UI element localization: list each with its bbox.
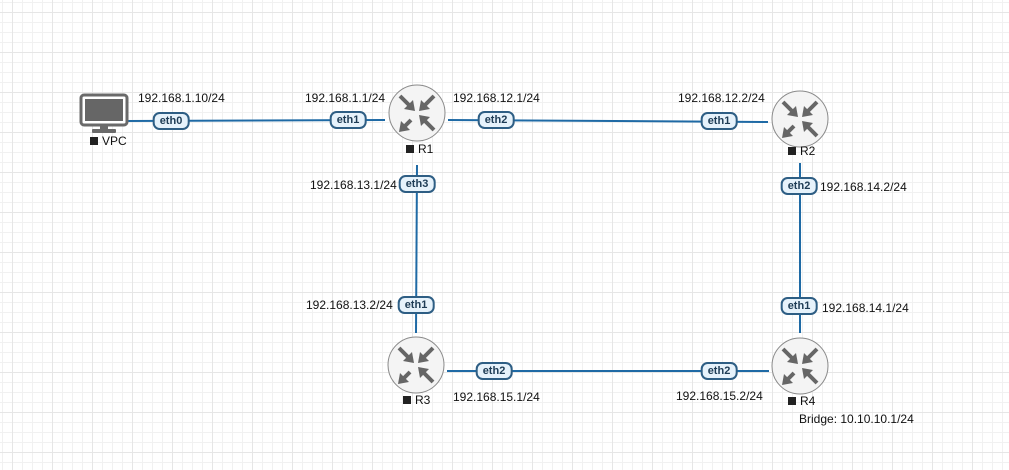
port-r4-eth1[interactable]: eth1 — [780, 297, 818, 315]
status-square-icon — [90, 137, 98, 145]
port-r3-eth2[interactable]: eth2 — [475, 362, 513, 380]
port-r2-eth1[interactable]: eth1 — [700, 112, 738, 130]
r4-bridge-note: Bridge: 10.10.10.1/24 — [799, 412, 914, 426]
status-square-icon — [788, 397, 796, 405]
status-square-icon — [403, 396, 411, 404]
status-square-icon — [406, 145, 414, 153]
node-r1[interactable] — [387, 84, 447, 144]
port-r3-eth1[interactable]: eth1 — [397, 296, 435, 314]
node-r4[interactable] — [770, 337, 830, 397]
ip-vpc-eth0: 192.168.1.10/24 — [138, 91, 225, 105]
ip-r2-eth2: 192.168.14.2/24 — [820, 180, 907, 194]
ip-r3-eth1: 192.168.13.2/24 — [306, 298, 393, 312]
port-vpc-eth0[interactable]: eth0 — [152, 112, 190, 130]
router-icon — [387, 336, 445, 394]
node-r3[interactable] — [386, 336, 446, 396]
ip-r2-eth1: 192.168.12.2/24 — [678, 91, 765, 105]
port-r1-eth2[interactable]: eth2 — [477, 111, 515, 129]
ip-r4-eth1: 192.168.14.1/24 — [822, 301, 909, 315]
node-label-r2: R2 — [788, 144, 815, 158]
node-label-r4: R4 — [788, 394, 815, 408]
router-icon — [388, 84, 446, 142]
ip-r1-eth3: 192.168.13.1/24 — [310, 178, 397, 192]
ip-r1-eth2: 192.168.12.1/24 — [453, 91, 540, 105]
ip-r1-eth1: 192.168.1.1/24 — [305, 91, 386, 105]
node-label-r1: R1 — [406, 142, 433, 156]
node-r2[interactable] — [770, 90, 830, 150]
computer-icon — [79, 93, 129, 133]
port-r2-eth2[interactable]: eth2 — [780, 177, 818, 195]
status-square-icon — [788, 147, 796, 155]
ip-r4-eth2: 192.168.15.2/24 — [676, 389, 763, 403]
links-layer — [127, 119, 801, 372]
node-label-vpc: VPC — [90, 134, 127, 148]
node-vpc[interactable] — [79, 93, 129, 139]
node-label-r3: R3 — [403, 393, 430, 407]
router-icon — [771, 90, 829, 148]
ip-r3-eth2: 192.168.15.1/24 — [453, 390, 540, 404]
port-r1-eth3[interactable]: eth3 — [398, 175, 436, 193]
port-r1-eth1[interactable]: eth1 — [329, 111, 367, 129]
port-r4-eth2[interactable]: eth2 — [700, 362, 738, 380]
router-icon — [771, 337, 829, 395]
